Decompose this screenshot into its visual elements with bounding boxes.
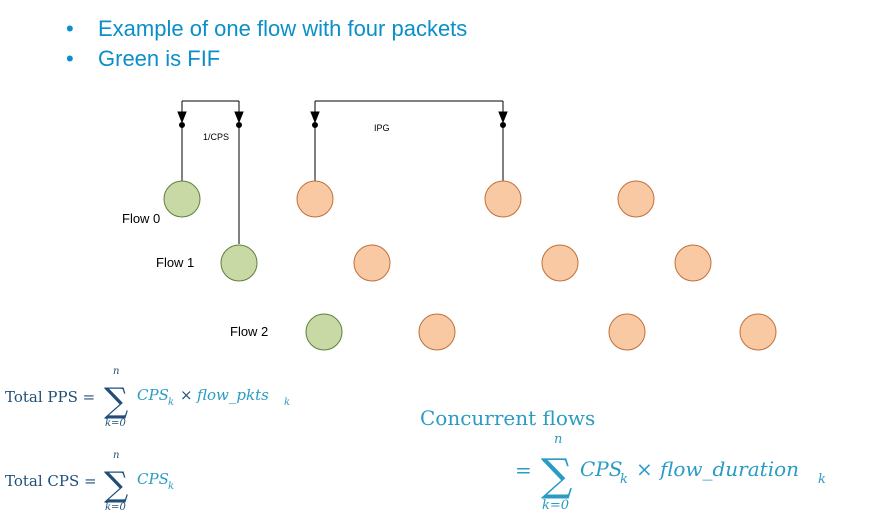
equals-symbol: =	[515, 458, 532, 482]
flow-2-packet-first	[305, 313, 343, 351]
cps-term: CPS	[137, 386, 169, 404]
concurrent-flows-formula: Concurrent flows = n ∑ k=0 CPS k × flow_…	[420, 406, 826, 513]
total-pps-lhs: Total PPS =	[5, 388, 95, 406]
ipg-label: IPG	[374, 123, 390, 133]
cps-term: CPS	[137, 470, 169, 488]
flow-2-packet	[418, 313, 456, 351]
cps-subscript: k	[168, 397, 174, 408]
sum-lower-limit: k=0	[105, 502, 126, 513]
sum-symbol: ∑	[104, 465, 128, 505]
cps-subscript: k	[620, 472, 628, 487]
times-symbol: ×	[636, 457, 653, 481]
flow-0-label: Flow 0	[122, 211, 160, 226]
bullet-2: • Green is FIF	[66, 46, 220, 72]
flow-2-label: Flow 2	[230, 324, 268, 339]
bullet-dot: •	[66, 46, 74, 71]
sum-lower-limit: k=0	[105, 418, 126, 429]
cps-label: 1/CPS	[203, 132, 229, 142]
sum-symbol: ∑	[541, 450, 572, 501]
times-symbol: ×	[180, 386, 193, 404]
sum-lower-limit: k=0	[542, 498, 569, 513]
flow-0-packet	[617, 180, 655, 218]
cps-bracket	[177, 100, 244, 244]
bullet-text-1: Example of one flow with four packets	[98, 16, 468, 41]
flow-1-packet	[353, 244, 391, 282]
cps-term: CPS	[580, 457, 622, 481]
flow-duration-subscript: k	[818, 472, 826, 487]
sum-upper-limit: n	[113, 366, 119, 377]
total-cps-formula: Total CPS = n ∑ k=0 CPS k	[5, 450, 174, 513]
flow-2-packet	[739, 313, 777, 351]
flow-2-packet	[608, 313, 646, 351]
concurrent-flows-title: Concurrent flows	[420, 406, 595, 430]
flow-duration-term: flow_duration	[658, 457, 799, 481]
flow-0-packet-first	[163, 180, 201, 218]
flow-pkts-subscript: k	[284, 397, 290, 408]
total-cps-lhs: Total CPS =	[5, 472, 97, 490]
bullet-1: • Example of one flow with four packets	[66, 16, 467, 42]
flow-0-packet	[296, 180, 334, 218]
flow-pkts-term: flow_pkts	[196, 386, 269, 404]
cps-subscript: k	[168, 481, 174, 492]
total-pps-formula: Total PPS = n ∑ k=0 CPS k × flow_pkts k	[5, 366, 290, 429]
sum-upper-limit: n	[113, 450, 119, 461]
flow-1-packet	[541, 244, 579, 282]
flow-1-label: Flow 1	[156, 255, 194, 270]
flow-1-packet-first	[220, 244, 258, 282]
flow-0-packet	[484, 180, 522, 218]
bullet-text-2: Green is FIF	[98, 46, 221, 71]
bullet-dot: •	[66, 16, 74, 41]
flow-1-packet	[674, 244, 712, 282]
sum-symbol: ∑	[104, 381, 128, 421]
ipg-bracket	[310, 100, 508, 199]
sum-upper-limit: n	[554, 432, 562, 447]
